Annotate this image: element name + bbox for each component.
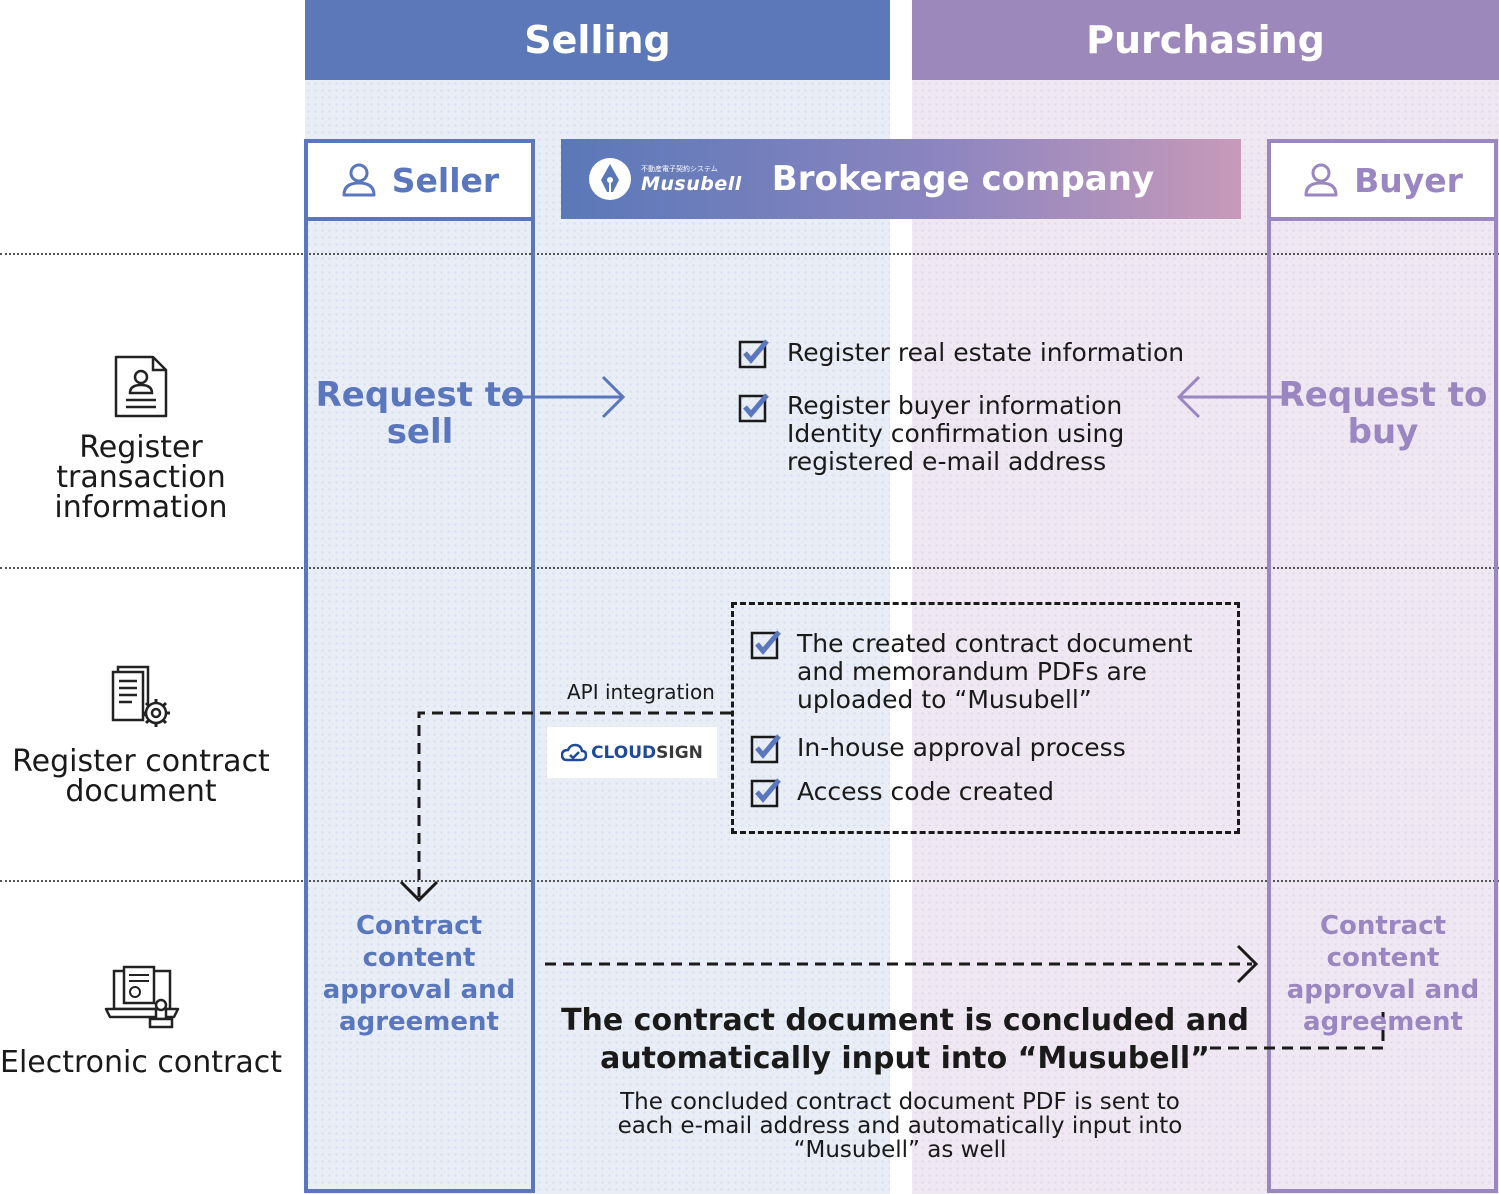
seller-label: Seller [391,160,500,200]
checkbox-icon [750,734,781,764]
logo-name: Musubell [641,172,742,195]
buyer-tag: Buyer [1267,139,1498,221]
pen-nib-icon [589,158,631,200]
person-icon [342,163,376,197]
stage-divider [0,880,1499,882]
selling-header-label: Selling [524,18,671,62]
contract-process-box [731,602,1240,834]
laptop-contract-stamp-icon [104,965,180,1029]
stage-label-register-transaction: Register transaction information [54,430,228,525]
brokerage-company-bar: 不動産電子契約システム Musubell Brokerage company [561,139,1241,219]
cloud-icon [561,743,588,761]
stage-divider [0,567,1499,569]
checklist-item: Register buyer information Identity conf… [787,391,1125,476]
request-to-sell: Request to sell [315,375,525,452]
purchasing-header-label: Purchasing [1086,18,1325,62]
seller-contract-approval: Contract content approval and agreement [322,911,516,1037]
logo-subtitle: 不動産電子契約システム [641,164,718,173]
cloudsign-logo: CLOUDSIGN [547,727,717,778]
conclusion-subtext: The concluded contract document PDF is s… [617,1089,1183,1163]
checklist-item: The created contract document and memora… [797,629,1193,714]
person-icon [1304,163,1338,197]
checkbox-icon [738,339,769,369]
checklist-item: In-house approval process [797,733,1126,762]
checklist-item: Register real estate information [787,338,1185,367]
purchasing-header: Purchasing [912,0,1499,80]
stage-divider [0,253,1499,255]
brokerage-company-label: Brokerage company [771,159,1155,199]
selling-header: Selling [305,0,890,80]
musubell-logo: 不動産電子契約システム Musubell [587,156,742,202]
buyer-label: Buyer [1354,160,1463,200]
stage-label-electronic-contract: Electronic contract [0,1045,283,1080]
cloudsign-sign: SIGN [656,742,703,763]
conclusion-title: The contract document is concluded and a… [561,1003,1249,1076]
document-gear-icon [111,665,170,727]
api-integration-label: API integration [567,680,715,704]
checkbox-icon [750,778,781,808]
buyer-contract-approval: Contract content approval and agreement [1286,911,1480,1037]
document-person-icon [114,355,168,418]
checklist-item: Access code created [797,777,1054,806]
checkbox-icon [738,393,769,423]
purchasing-band [912,80,1499,1194]
checkbox-icon [750,630,781,660]
stage-label-register-contract: Register contract document [12,744,270,809]
seller-tag: Seller [304,139,535,221]
cloudsign-main: CLOUD [591,742,657,763]
selling-band [305,80,890,1194]
request-to-buy: Request to buy [1278,375,1488,452]
